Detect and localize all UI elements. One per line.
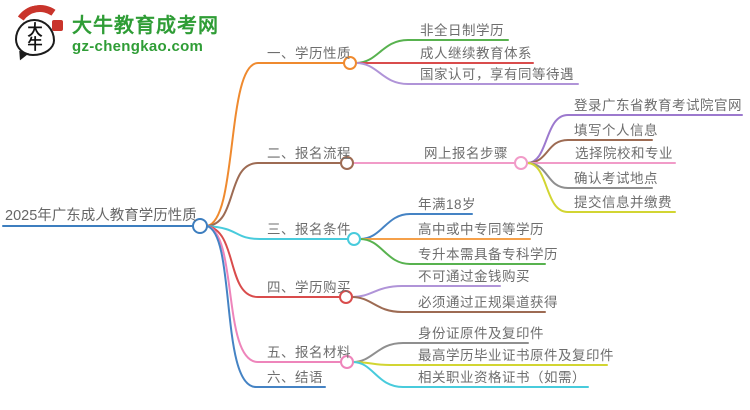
branch-6-node[interactable]: 六、结语: [267, 370, 323, 385]
b5-child-1-node[interactable]: 身份证原件及复印件: [418, 326, 544, 341]
b2-child-1-node[interactable]: 网上报名步骤: [424, 146, 508, 161]
branch-5-node[interactable]: 五、报名材料: [267, 345, 351, 360]
branch-2-node[interactable]: 二、报名流程: [267, 146, 351, 161]
b4-child-1-node[interactable]: 不可通过金钱购买: [418, 269, 530, 284]
root-collapse-handle[interactable]: [192, 218, 208, 234]
logo-bubble-tail: [17, 50, 29, 63]
b2-gc-4-node[interactable]: 确认考试地点: [574, 171, 658, 186]
branch-4-node[interactable]: 四、学历购买: [267, 280, 351, 295]
b4-collapse-handle[interactable]: [339, 290, 353, 304]
b2-collapse-handle[interactable]: [340, 156, 354, 170]
logo-icon: 大牛: [8, 0, 72, 64]
connector-b5-child-3: [352, 361, 589, 388]
b5-child-3-node[interactable]: 相关职业资格证书（如需）: [418, 370, 586, 385]
b2-gc-2-node[interactable]: 填写个人信息: [574, 123, 658, 138]
brand-name: 大牛教育成考网: [72, 15, 219, 37]
b2-gc-3-node[interactable]: 选择院校和专业: [575, 146, 673, 161]
connector-b1-child-3: [355, 62, 579, 85]
b5-collapse-handle[interactable]: [340, 355, 354, 369]
connector-branch-5: [206, 225, 342, 363]
b5-child-2-node[interactable]: 最高学历毕业证书原件及复印件: [418, 348, 614, 363]
connector-b3-child-3: [359, 238, 546, 265]
b4-child-2-node[interactable]: 必须通过正规渠道获得: [418, 295, 558, 310]
b1-child-2-node[interactable]: 成人继续教育体系: [420, 46, 532, 61]
b3-child-1-node[interactable]: 年满18岁: [418, 197, 477, 212]
b2-gc-1-node[interactable]: 登录广东省教育考试院官网: [574, 98, 742, 113]
connector-b2-gc-5: [526, 162, 676, 213]
connector-b4-child-2: [351, 296, 546, 313]
b3-child-2-node[interactable]: 高中或中专同等学历: [418, 222, 544, 237]
logo-characters: 大牛: [27, 22, 43, 53]
connector-branch-6: [206, 225, 326, 388]
connector-b2-gc-1: [526, 114, 743, 164]
connector-branch-1: [206, 62, 345, 227]
b1-collapse-handle[interactable]: [343, 56, 357, 70]
b1-child-3-node[interactable]: 国家认可，享有同等待遇: [420, 67, 574, 82]
branch-1-node[interactable]: 一、学历性质: [267, 46, 351, 61]
b2-child-collapse-handle[interactable]: [514, 156, 528, 170]
connector-branch-4: [206, 225, 341, 298]
b3-child-3-node[interactable]: 专升本需具备专科学历: [418, 247, 558, 262]
b2-gc-5-node[interactable]: 提交信息并缴费: [574, 195, 672, 210]
root-node[interactable]: 2025年广东成人教育学历性质: [5, 208, 197, 224]
logo-bubble-icon: 大牛: [15, 19, 55, 56]
connector-branch-2: [206, 162, 342, 227]
b3-collapse-handle[interactable]: [347, 232, 361, 246]
b1-child-1-node[interactable]: 非全日制学历: [420, 23, 504, 38]
branch-3-node[interactable]: 三、报名条件: [267, 222, 351, 237]
connector-branch-3: [206, 225, 349, 240]
logo: 大牛 大牛教育成考网 gz-chengkao.com: [8, 0, 219, 64]
logo-seal-icon: [52, 20, 63, 31]
brand-domain: gz-chengkao.com: [72, 38, 204, 55]
logo-text: 大牛教育成考网 gz-chengkao.com: [72, 8, 219, 56]
